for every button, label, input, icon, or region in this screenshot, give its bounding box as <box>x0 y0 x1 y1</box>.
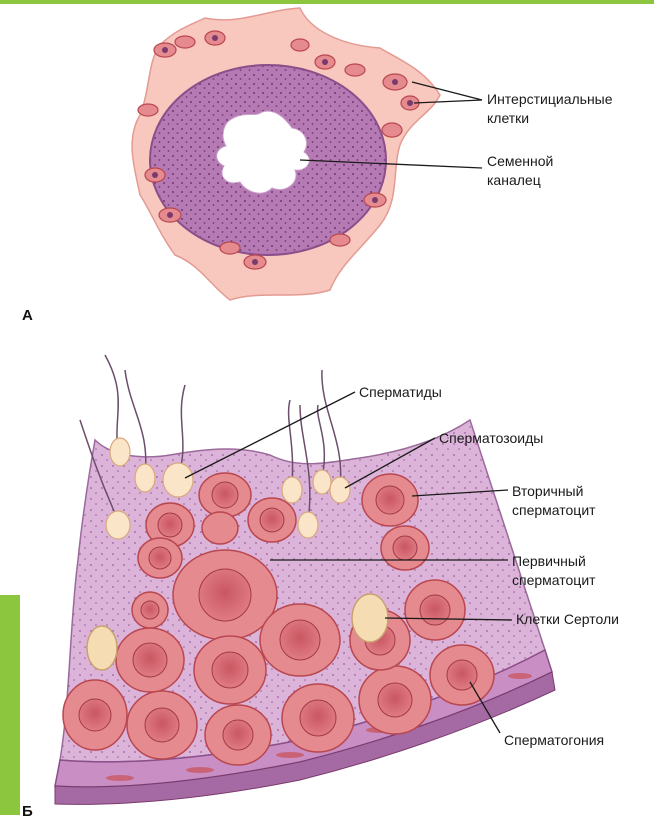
label-spermatogonia: Сперматогония <box>504 732 604 748</box>
label-tubule-line1: Семенной <box>487 153 553 169</box>
panel-a-tubule-cross-section <box>132 8 482 300</box>
label-primary-line1: Первичный <box>512 553 586 569</box>
label-interstitial-line1: Интерстициальные <box>487 91 613 107</box>
panel-b-tubule-wall-section <box>55 355 555 804</box>
panel-a-letter: А <box>22 307 33 324</box>
label-spermatozoa: Сперматозоиды <box>439 430 543 446</box>
panel-b-letter: Б <box>22 803 33 818</box>
label-tubule-line2: каналец <box>487 172 541 188</box>
label-sertoli: Клетки Сертоли <box>516 611 619 627</box>
label-spermatids: Сперматиды <box>359 384 442 400</box>
label-primary-line2: сперматоцит <box>512 572 596 588</box>
label-secondary-line1: Вторичный <box>512 483 583 499</box>
label-interstitial-line2: клетки <box>487 110 529 126</box>
label-secondary-line2: сперматоцит <box>512 502 596 518</box>
